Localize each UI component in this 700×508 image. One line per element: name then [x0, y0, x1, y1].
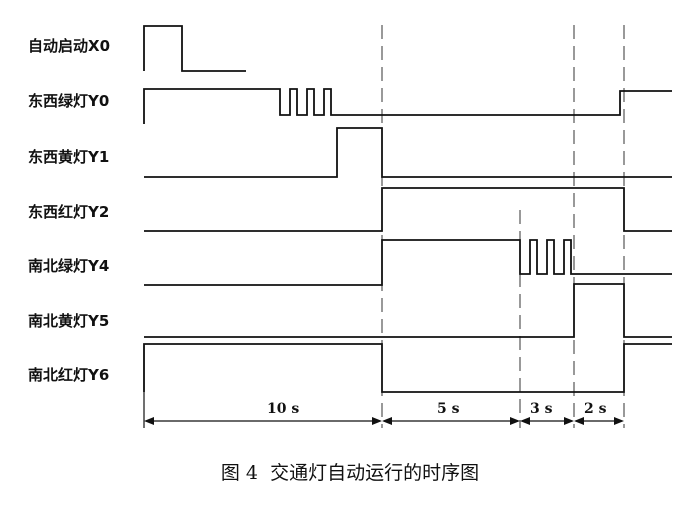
- waveform-y1: [144, 127, 672, 178]
- signal-label-x0: 自动启动X0: [28, 37, 110, 55]
- signal-label-y1: 东西黄灯Y1: [28, 148, 109, 166]
- signal-label-y5: 南北黄灯Y5: [28, 312, 109, 330]
- waveform-y0: [143, 88, 672, 124]
- waveform-x0: [143, 25, 246, 72]
- duration-label-5s: 5 s: [437, 401, 460, 417]
- duration-label-2s: 2 s: [584, 401, 607, 417]
- waveform-y5: [144, 283, 672, 338]
- signal-label-y4: 南北绿灯Y4: [28, 257, 109, 275]
- duration-dimension-10s: [144, 417, 382, 425]
- waveform-y4: [144, 239, 672, 286]
- waveform-y6: [143, 343, 672, 393]
- duration-dimension-2s: [574, 417, 624, 425]
- signal-label-y0: 东西绿灯Y0: [28, 92, 109, 110]
- duration-dimension-3s: [520, 417, 574, 425]
- signal-label-y2: 东西红灯Y2: [28, 203, 109, 221]
- figure-caption: 图 4 交通灯自动运行的时序图: [221, 462, 479, 484]
- duration-label-3s: 3 s: [530, 401, 553, 417]
- duration-dimension-5s: [382, 417, 520, 425]
- waveform-y2: [144, 187, 672, 232]
- signal-label-y6: 南北红灯Y6: [28, 366, 109, 384]
- duration-label-10s: 10 s: [267, 401, 299, 417]
